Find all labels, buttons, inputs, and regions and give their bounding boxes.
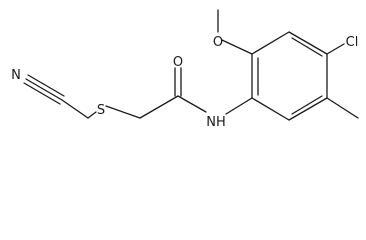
bond-carbonyl-nh [177,95,207,113]
amide-nh-label: NH [206,115,226,130]
bond-nh-ring [225,97,253,115]
nitrile-nitrogen-label: N [11,68,21,83]
bond-ring-methyl [326,97,359,119]
nitrile-triple-bond [23,74,65,105]
bond-ring-methoxy-o [221,39,253,55]
sulfur-label: S [97,103,105,118]
bond-ring-cl [326,43,345,55]
chemical-structure: N S O NH O Cl [11,9,359,130]
carbonyl-double-bond [174,67,182,97]
bond-nitrile-c-ch2 [61,99,89,119]
bond-ch2-carbonyl [139,95,179,119]
bond-s-ch2 [105,105,141,119]
methoxy-oxygen-label: O [213,35,223,50]
benzene-ring [251,31,328,121]
carbonyl-oxygen-label: O [173,55,183,70]
bond-ch2-s [87,111,97,119]
chlorine-label: Cl [346,35,359,50]
